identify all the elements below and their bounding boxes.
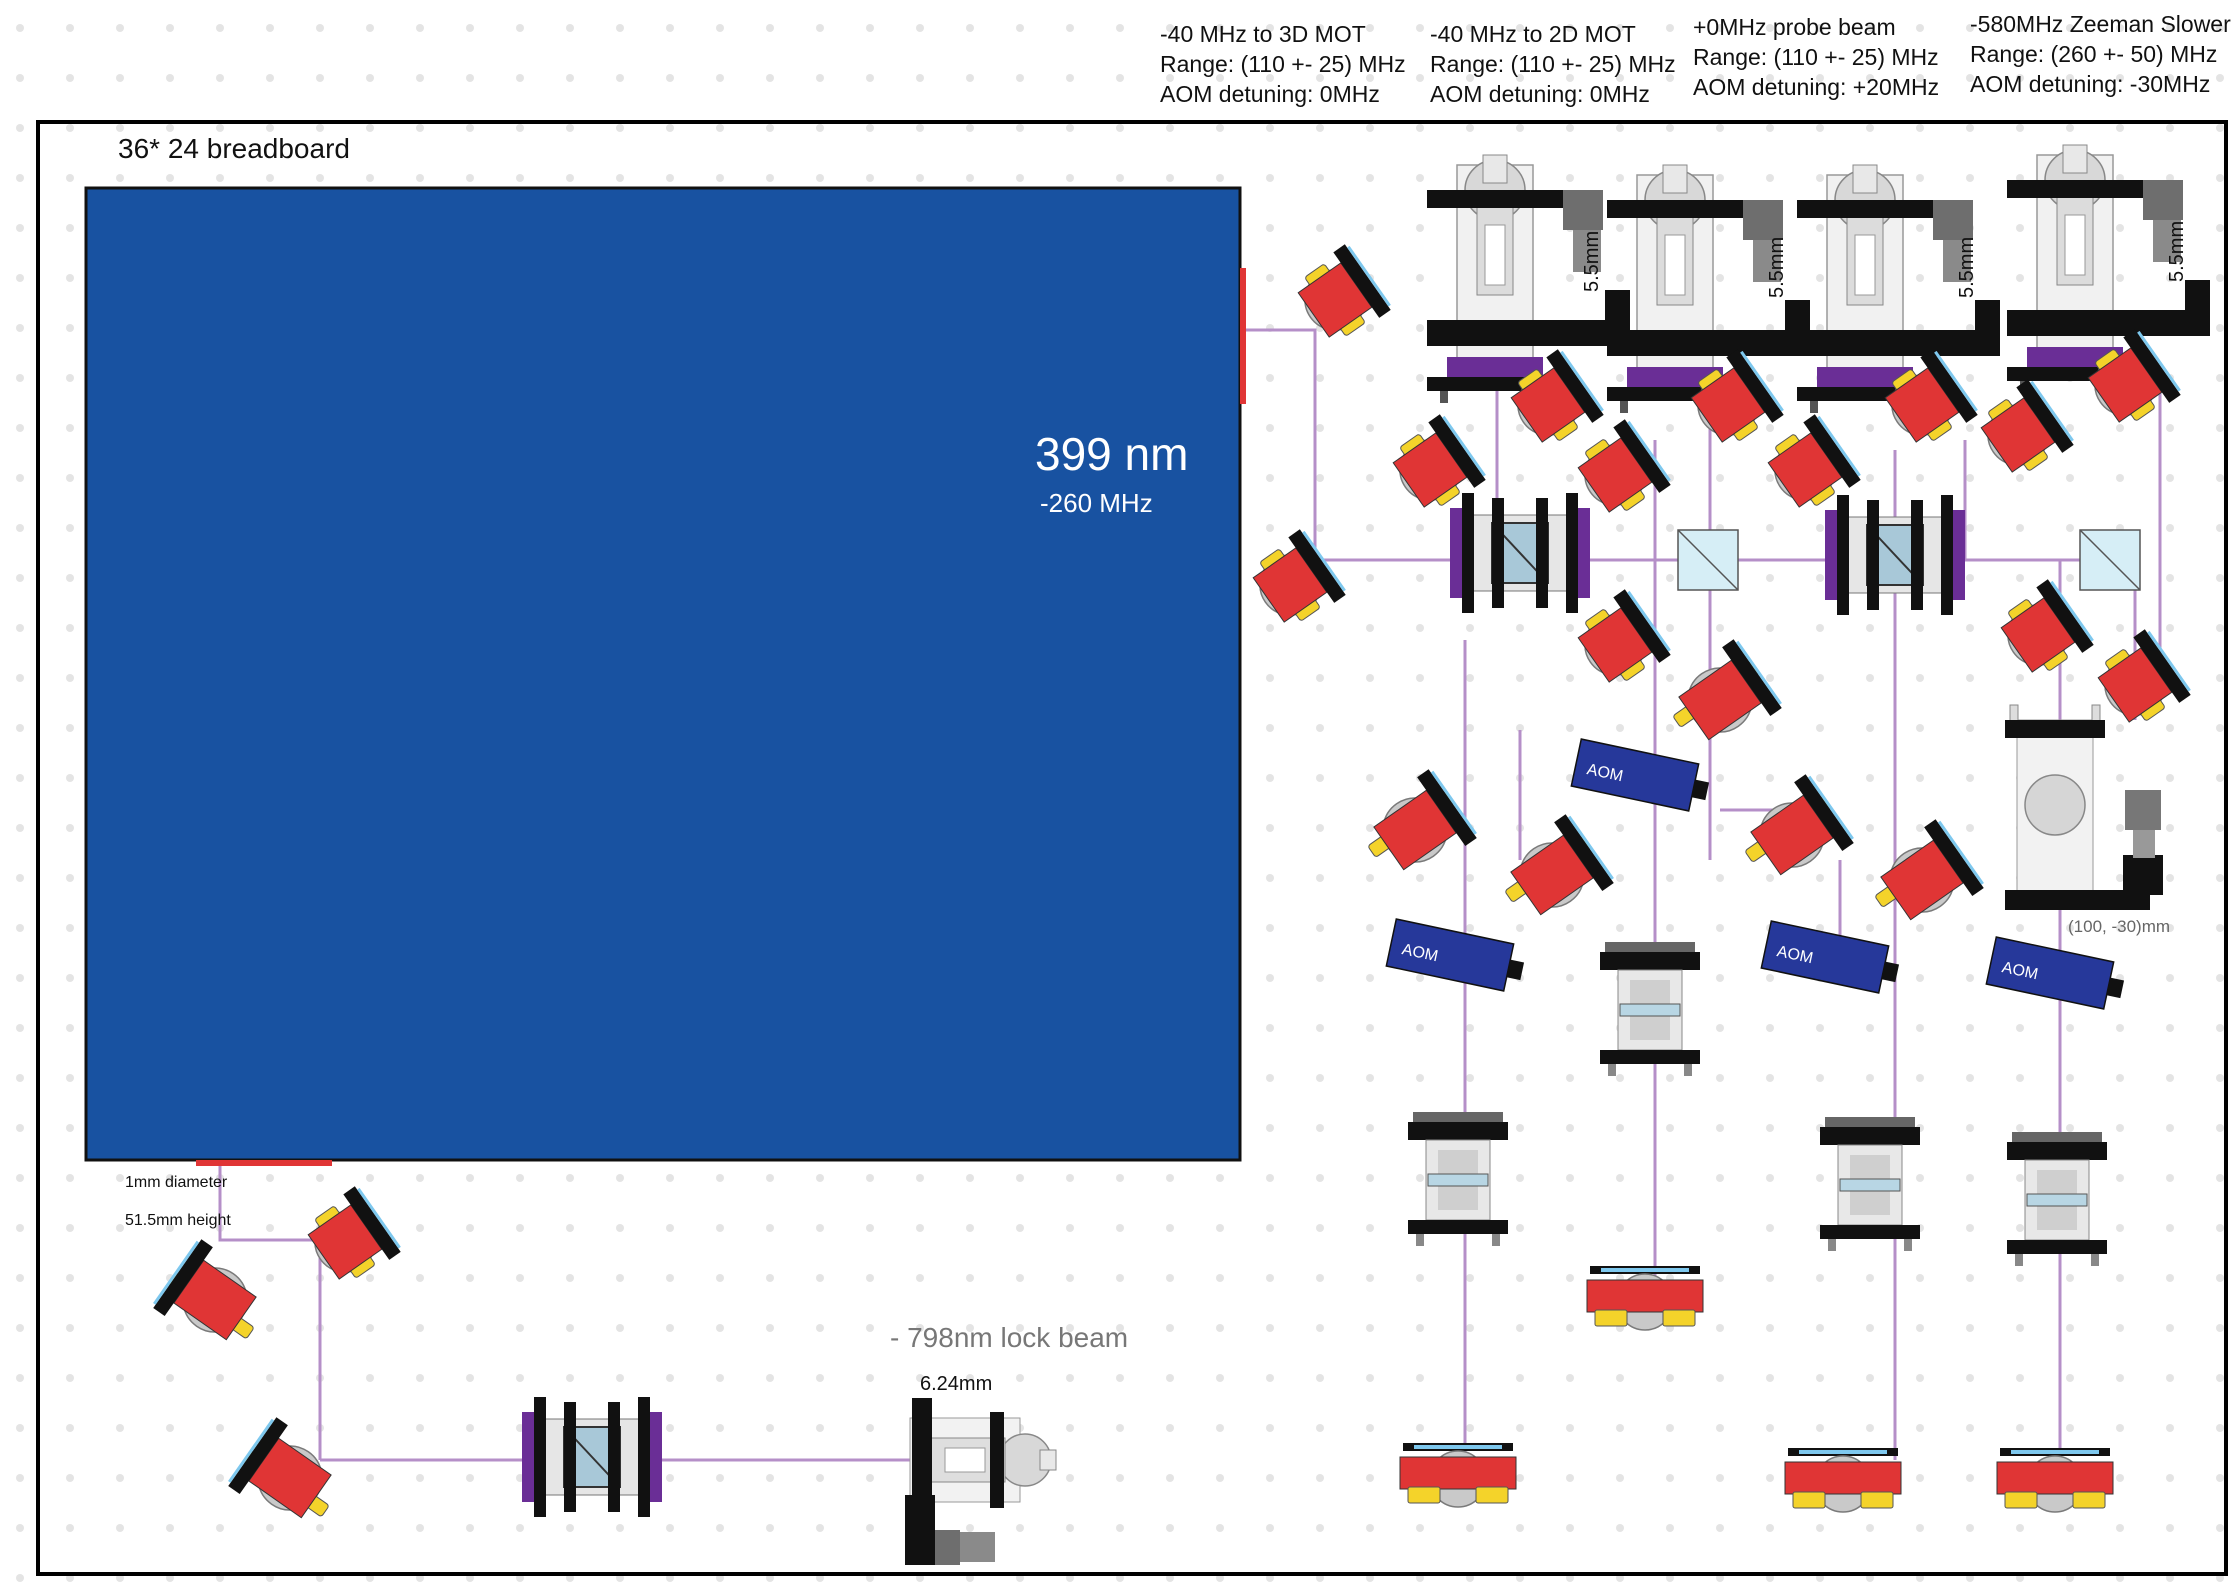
- channel-header-3d-mot: -40 MHz to 3D MOT Range: (110 +- 25) MHz…: [1160, 21, 1406, 107]
- laser-wavelength: 399 nm: [1035, 428, 1188, 480]
- fiber-height-note: 51.5mm height: [125, 1212, 231, 1229]
- channel-header-2d-mot: -40 MHz to 2D MOT Range: (110 +- 25) MHz…: [1430, 21, 1676, 107]
- channel-header-zeeman: -580MHz Zeeman Slower Range: (260 +- 50)…: [1970, 11, 2231, 97]
- lock-dimension-label: 6.24mm: [920, 1373, 992, 1395]
- channel-title: -580MHz Zeeman Slower: [1970, 11, 2231, 37]
- channel-range: Range: (260 +- 50) MHz: [1970, 41, 2217, 67]
- aom-probe: AOM: [1570, 738, 1714, 815]
- channel-aom-detuning: AOM detuning: 0MHz: [1430, 81, 1650, 107]
- channel-aom-detuning: AOM detuning: -30MHz: [1970, 71, 2210, 97]
- laser-399nm: [84, 186, 1242, 1162]
- channel-title: +0MHz probe beam: [1693, 14, 1896, 40]
- channel-title: -40 MHz to 2D MOT: [1430, 21, 1636, 47]
- channel-range: Range: (110 +- 25) MHz: [1160, 51, 1406, 77]
- laser-lock-aperture: [196, 1160, 332, 1166]
- channel-range: Range: (110 +- 25) MHz: [1693, 44, 1939, 70]
- polarizing-beam-splitter: [2079, 529, 2141, 591]
- channel-aom-detuning: AOM detuning: +20MHz: [1693, 74, 1939, 100]
- mount-height-label: 5.5mm: [1956, 237, 1978, 298]
- laser-output-aperture: [1240, 268, 1246, 404]
- channel-header-probe: +0MHz probe beam Range: (110 +- 25) MHz …: [1693, 14, 1939, 100]
- lock-beam-label: - 798nm lock beam: [890, 1322, 1128, 1353]
- channel-range: Range: (110 +- 25) MHz: [1430, 51, 1676, 77]
- channel-title: -40 MHz to 3D MOT: [1160, 21, 1366, 47]
- mount-height-label: 5.5mm: [1581, 231, 1603, 292]
- breadboard-label: 36* 24 breadboard: [118, 133, 350, 164]
- polarizing-beam-splitter: [1677, 529, 1739, 591]
- coordinate-note: (100, -30)mm: [2068, 917, 2170, 936]
- channel-headers: -40 MHz to 3D MOT Range: (110 +- 25) MHz…: [1160, 11, 2231, 107]
- aom-2d-mot: AOM: [1760, 920, 1904, 997]
- mount-height-label: 5.5mm: [1766, 237, 1788, 298]
- breadboard-outline: [36, 120, 2228, 1576]
- laser-detuning: -260 MHz: [1040, 488, 1153, 518]
- aom-zeeman: AOM: [1985, 936, 2129, 1013]
- channel-aom-detuning: AOM detuning: 0MHz: [1160, 81, 1380, 107]
- aom-3d-mot: AOM: [1385, 918, 1529, 995]
- fiber-diameter-note: 1mm diameter: [125, 1174, 228, 1191]
- mount-height-label: 5.5mm: [2166, 221, 2188, 282]
